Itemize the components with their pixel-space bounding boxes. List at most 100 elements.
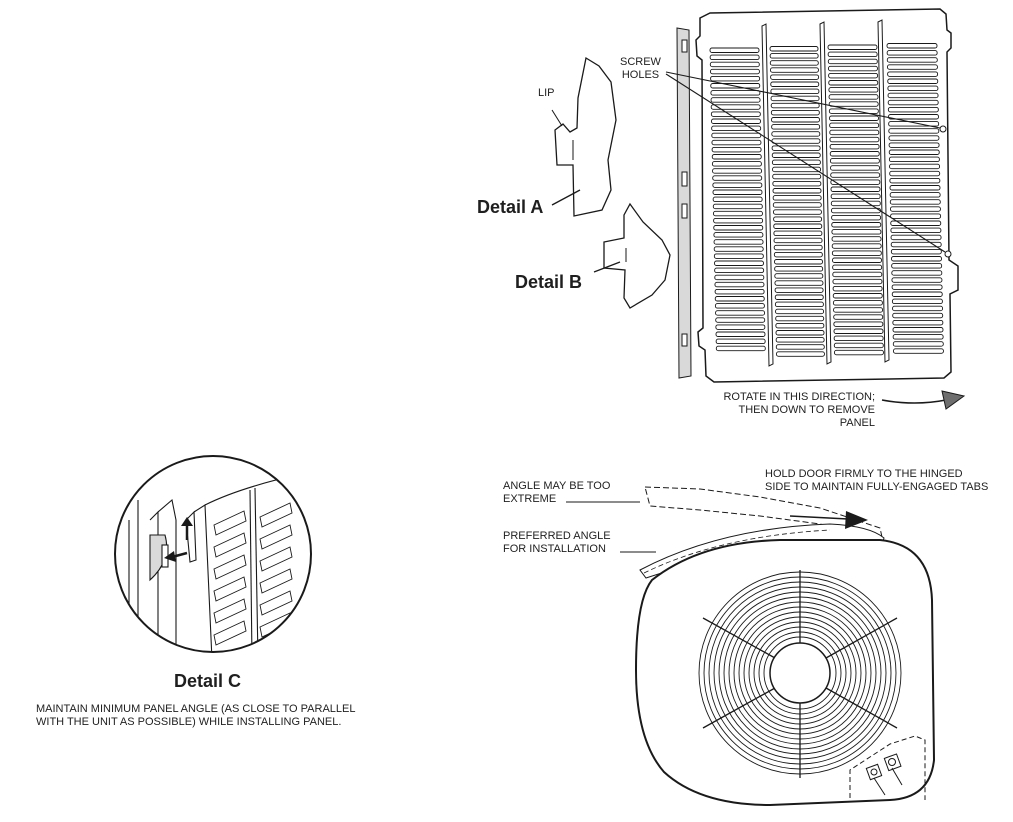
louver-slat <box>711 125 762 132</box>
louver-slat <box>889 185 941 191</box>
louver-slat <box>889 163 940 170</box>
louver-slat <box>888 114 939 120</box>
lip-label: LIP <box>538 87 555 99</box>
louver-slat <box>831 222 882 228</box>
louver-slat <box>830 200 881 207</box>
louver-slat <box>888 128 940 134</box>
louver-slat <box>828 72 879 79</box>
louver-slat <box>832 271 883 278</box>
louver-slat <box>829 151 880 157</box>
detail-a-illustration <box>551 56 617 217</box>
louver-slat <box>775 315 825 322</box>
louver-slat <box>715 324 766 330</box>
louver-slat <box>710 111 761 117</box>
louver-slat <box>830 172 881 178</box>
louver-slat <box>892 327 944 333</box>
louver-slat <box>891 256 942 262</box>
arrow-up-icon <box>181 517 193 540</box>
louver-slat <box>828 65 878 72</box>
louver-slat <box>713 253 764 259</box>
louver-slat <box>711 139 762 146</box>
louver-slat <box>713 246 764 252</box>
louver-slat <box>774 266 824 272</box>
louver-slat <box>713 217 764 224</box>
louver-slat <box>828 108 879 114</box>
louvered-panel <box>665 8 959 383</box>
louver-slat <box>833 307 883 313</box>
arrow-left-icon <box>164 551 188 562</box>
louver-slat <box>259 568 293 594</box>
louver-slat <box>774 287 824 293</box>
louver-slat <box>773 237 823 244</box>
louver-slat <box>710 75 761 82</box>
louver-slat <box>712 168 762 174</box>
louver-slat <box>886 43 938 49</box>
louver-slat <box>892 341 944 347</box>
louver-slat <box>712 196 763 203</box>
louver-slat <box>890 248 942 255</box>
louver-slat <box>769 46 819 52</box>
louver-slat <box>213 576 247 602</box>
louver-slat <box>830 165 880 171</box>
louver-slat <box>775 337 825 343</box>
service-valve-icon <box>865 753 903 796</box>
louver-slat <box>887 92 939 99</box>
louver-slat <box>890 234 942 241</box>
louver-slat <box>772 188 822 194</box>
louver-slat <box>892 305 943 312</box>
louver-slat <box>831 207 881 214</box>
louver-slat <box>888 156 940 163</box>
detail-c-label: Detail C <box>174 671 242 691</box>
louver-slat <box>769 53 819 59</box>
louver-slat <box>713 210 763 217</box>
louver-slat <box>831 229 882 235</box>
louver-slat <box>771 131 821 137</box>
detail-a-label: Detail A <box>477 197 544 217</box>
louver-slat <box>711 154 762 160</box>
louver-slat <box>715 331 766 337</box>
louver-slat <box>714 260 764 266</box>
rotate-arrow-icon <box>881 390 966 410</box>
panel-louvers <box>709 43 944 357</box>
louver-slat <box>259 590 293 616</box>
louver-slat <box>770 88 820 95</box>
louver-slat <box>213 598 247 624</box>
louver-slat <box>886 50 938 56</box>
louver-slat <box>829 143 880 150</box>
louver-slat <box>712 175 763 181</box>
rotate-note: ROTATE IN THIS DIRECTION; THEN DOWN TO R… <box>723 391 875 429</box>
louver-slat <box>213 532 247 558</box>
louver-slat <box>889 177 941 184</box>
louver-slat <box>773 209 822 215</box>
louver-slat <box>773 251 823 258</box>
louver-slat <box>827 51 878 58</box>
louver-slat <box>259 524 293 550</box>
louver-slat <box>831 250 882 256</box>
louver-slat <box>715 338 766 345</box>
louver-slat <box>714 267 765 274</box>
louver-slat <box>773 223 823 229</box>
louver-slat <box>772 202 822 208</box>
louver-slat <box>892 334 944 340</box>
louver-slat <box>710 90 761 96</box>
louver-slat <box>259 546 293 572</box>
louver-slat <box>259 502 293 528</box>
louver-slat <box>833 335 884 342</box>
louver-slat <box>887 71 939 77</box>
louver-slat <box>831 243 882 249</box>
louver-slat <box>776 351 825 357</box>
screw-hole-icon <box>939 125 947 133</box>
louver-slat <box>714 303 765 309</box>
louver-slat <box>889 170 941 177</box>
louver-slat <box>709 61 760 68</box>
louver-slat <box>770 81 820 87</box>
louver-slat <box>770 109 820 116</box>
louver-slat <box>830 179 881 185</box>
louver-slat <box>775 322 825 329</box>
preferred-angle-label: PREFERRED ANGLE FOR INSTALLATION <box>503 530 611 555</box>
louver-slat <box>714 274 765 281</box>
louver-slat <box>891 277 943 283</box>
louver-slat <box>715 310 765 316</box>
louver-slat <box>833 342 884 349</box>
screw-holes-label: SCREW HOLES <box>620 56 661 81</box>
